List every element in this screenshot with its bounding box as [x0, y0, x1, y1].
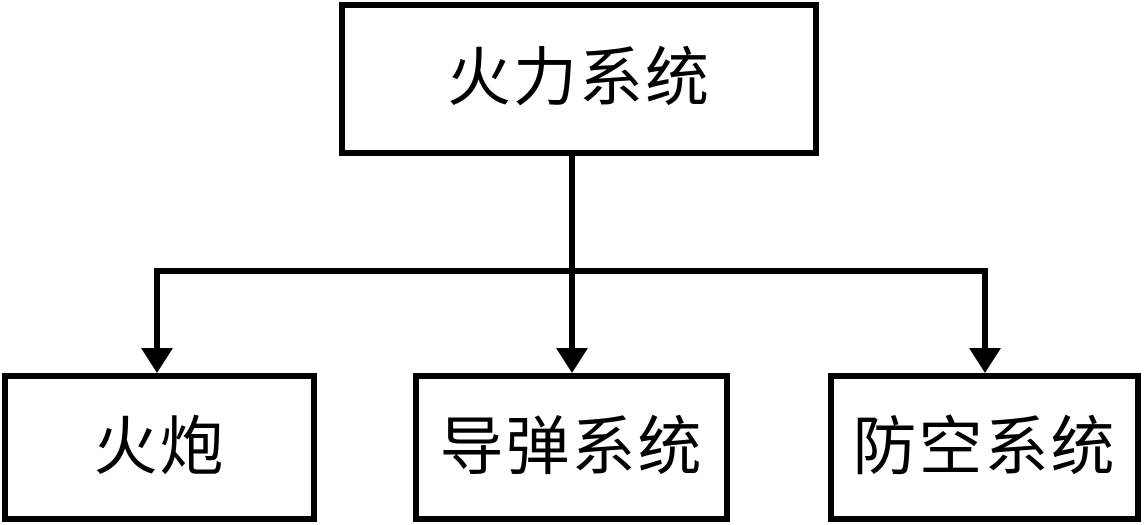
- arrowhead-air-defense-system-icon: [969, 348, 1001, 373]
- node-artillery: 火炮: [2, 373, 317, 522]
- connector-drop-air-defense-system: [982, 268, 988, 352]
- arrowhead-missile-system-icon: [556, 348, 588, 373]
- connector-drop-missile-system: [569, 274, 575, 352]
- node-fire-system: 火力系统: [339, 2, 819, 156]
- node-missile-system: 导弹系统: [413, 373, 730, 522]
- node-fire-system-label: 火力系统: [447, 43, 711, 114]
- node-air-defense-system-label: 防空系统: [852, 411, 1117, 483]
- connector-horizontal-bus: [154, 268, 988, 274]
- connector-drop-artillery: [154, 268, 160, 352]
- connector-root-stem: [569, 156, 575, 274]
- arrowhead-artillery-icon: [141, 348, 173, 373]
- node-missile-system-label: 导弹系统: [439, 411, 704, 483]
- node-artillery-label: 火炮: [93, 411, 226, 483]
- node-air-defense-system: 防空系统: [828, 373, 1141, 522]
